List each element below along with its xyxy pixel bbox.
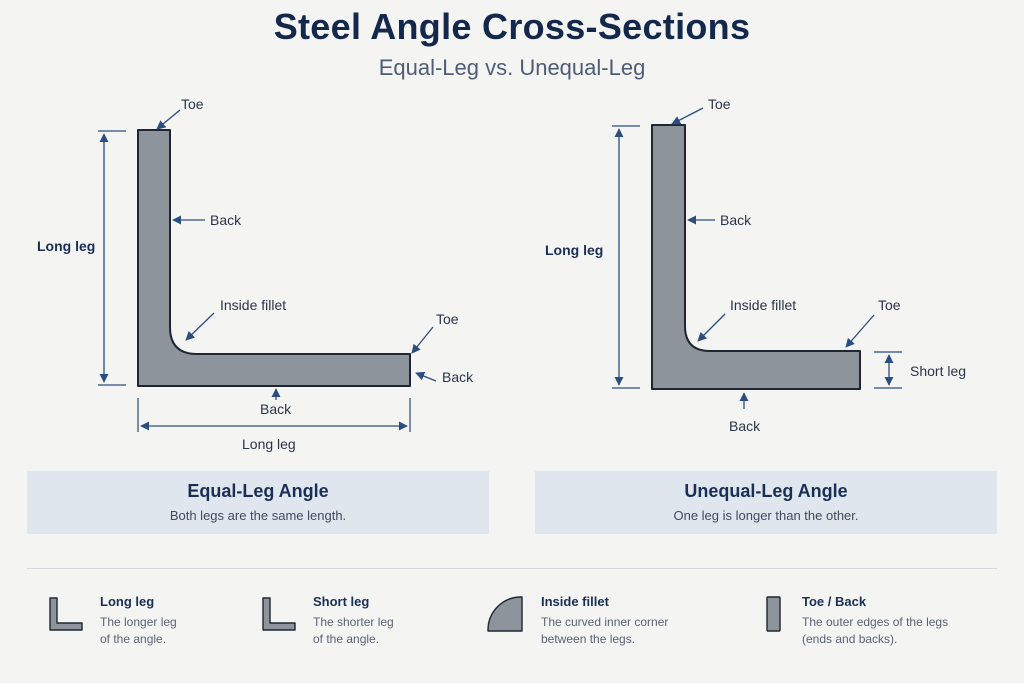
left-inside-fillet-arrow	[185, 312, 215, 341]
right-toe-top-arrow	[671, 107, 704, 125]
bar-icon	[766, 596, 781, 632]
legend-desc: The longer leg of the angle.	[100, 615, 177, 646]
left-toe-top-label: Toe	[181, 96, 204, 112]
right-back-bottom-label: Back	[729, 418, 761, 434]
unequal-leg-caption: Unequal-Leg Angle One leg is longer than…	[535, 471, 997, 534]
legend-title: Short leg	[313, 594, 370, 609]
left-long-leg-horizontal-label: Long leg	[242, 436, 296, 452]
left-toe-right-arrow	[411, 326, 434, 354]
right-short-leg-dimension	[874, 351, 902, 389]
left-vertical-dimension	[98, 130, 126, 386]
legend-divider	[27, 568, 997, 569]
equal-leg-caption: Equal-Leg Angle Both legs are the same l…	[27, 471, 489, 534]
short-leg-angle-icon	[262, 597, 296, 631]
left-long-leg-vertical-label: Long leg	[37, 238, 95, 254]
legend-title: Toe / Back	[802, 594, 867, 609]
right-inside-fillet-label: Inside fillet	[730, 297, 796, 313]
right-back-vertical-label: Back	[720, 212, 752, 228]
page-title: Steel Angle Cross-Sections	[273, 6, 751, 47]
left-toe-right-label: Toe	[436, 311, 459, 327]
quarter-round-icon	[487, 596, 523, 632]
legend-desc: The outer edges of the legs (ends and ba…	[802, 615, 949, 646]
left-back-bottom-label: Back	[260, 401, 292, 417]
left-back-right-arrow	[415, 371, 437, 382]
legend-desc: The curved inner corner between the legs…	[541, 615, 669, 646]
left-toe-top-arrow	[156, 109, 181, 130]
legend-title: Long leg	[100, 594, 155, 609]
right-toe-right-arrow	[845, 314, 875, 348]
legend-title: Inside fillet	[541, 594, 609, 609]
unequal-leg-caption-title: Unequal-Leg Angle	[684, 481, 848, 501]
right-vertical-dimension	[612, 125, 640, 389]
legend-desc: The shorter leg of the angle.	[313, 615, 394, 646]
equal-leg-caption-title: Equal-Leg Angle	[187, 481, 329, 501]
long-leg-angle-icon	[49, 597, 83, 631]
unequal-leg-angle	[651, 124, 861, 390]
left-back-right-label: Back	[442, 369, 474, 385]
unequal-leg-angle-shape	[651, 124, 861, 390]
unequal-leg-caption-desc: One leg is longer than the other.	[673, 508, 859, 523]
right-toe-right-label: Toe	[878, 297, 901, 313]
right-inside-fillet-arrow	[697, 313, 726, 342]
equal-leg-caption-desc: Both legs are the same length.	[169, 508, 347, 523]
left-back-vertical-label: Back	[210, 212, 242, 228]
right-short-leg-label: Short leg	[910, 363, 966, 379]
left-horizontal-dimension	[137, 398, 411, 432]
right-toe-top-label: Toe	[708, 96, 731, 112]
right-long-leg-vertical-label: Long leg	[545, 242, 603, 258]
angle-diagrams: Long leg Long leg Toe Back Inside fillet…	[37, 96, 966, 452]
equal-leg-angle	[137, 129, 411, 387]
equal-leg-angle-shape	[137, 129, 411, 387]
left-inside-fillet-label: Inside fillet	[220, 297, 286, 313]
page-subtitle: Equal-Leg vs. Unequal-Leg	[378, 55, 646, 80]
